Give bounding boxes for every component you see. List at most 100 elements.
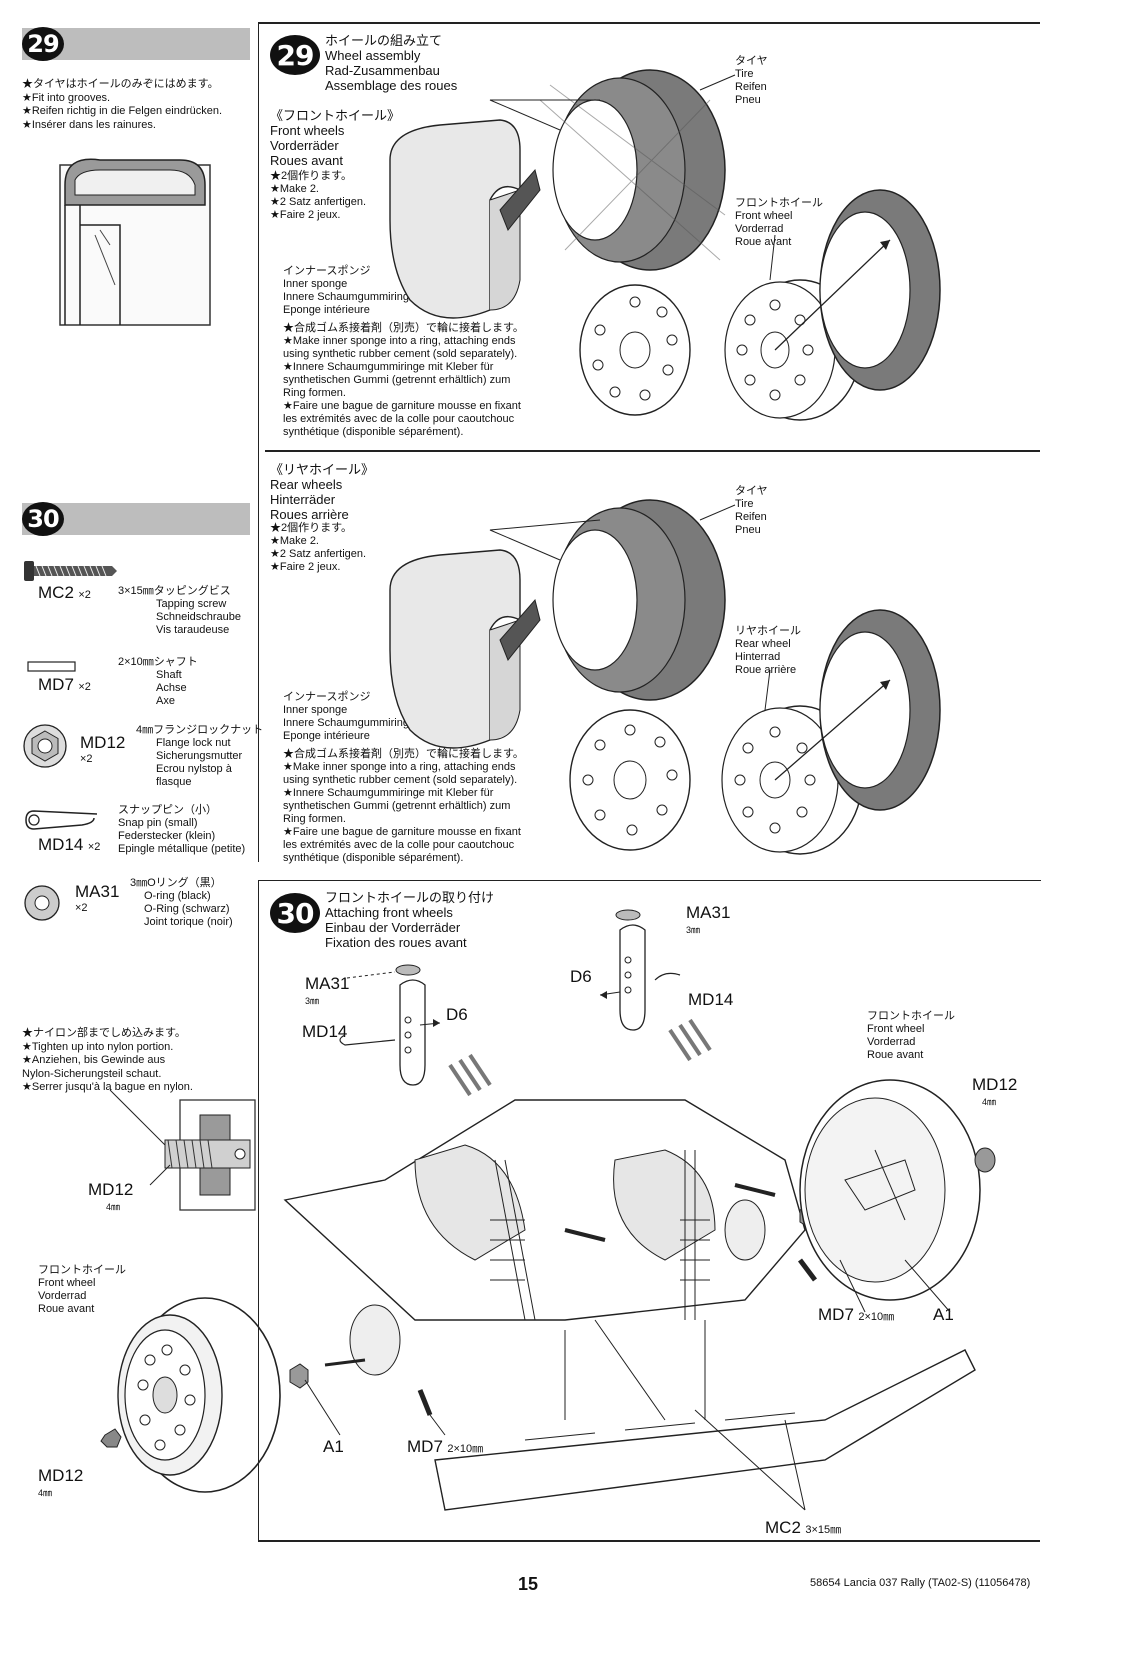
panel30-title: フロントホイールの取り付け Attaching front wheels Ein… [325, 890, 494, 950]
rim-cross-section-illustration [59, 158, 211, 326]
note-line: ★2 Satz anfertigen. [270, 548, 367, 560]
desc-line: 4㎜フランジロックナット [136, 724, 264, 736]
desc-line: Shaft [156, 669, 182, 681]
note-line: ★Faire une bague de garniture mousse en … [283, 826, 521, 838]
front-wheels-heading: 《フロントホイール》 Front wheels Vorderräder Roue… [270, 108, 400, 168]
note-line: synthetischen Gummi (getrennt erhältlich… [283, 374, 511, 386]
part-md7: MD7 ×2 [38, 675, 91, 695]
nut-section-illustration [109, 1089, 256, 1211]
note-line: ★Insérer dans les rainures. [22, 118, 156, 131]
part-code: MA31 [75, 882, 120, 901]
desc-line: Achse [156, 682, 187, 694]
note-line: ★合成ゴム系接着剤（別売）で輪に接着します。 [283, 748, 524, 760]
heading-line: Roues avant [270, 153, 343, 168]
note-line: ★Tighten up into nylon portion. [22, 1040, 174, 1053]
part-size: 4㎜ [982, 1097, 997, 1107]
part-md12-desc: 4㎜フランジロックナット Flange lock nut Sicherungsm… [136, 724, 263, 789]
note-line: Ring formen. [283, 813, 346, 825]
note-line: ★Make inner sponge into a ring, attachin… [283, 335, 516, 347]
step29-notes: ★タイヤはホイールのみぞにはめます。 ★Fit into grooves. ★R… [22, 78, 222, 132]
desc-line: Vis taraudeuse [156, 624, 230, 636]
heading-line: Vorderräder [270, 138, 339, 153]
desc-line: Axe [156, 695, 175, 707]
desc-line: スナップピン（小） [118, 804, 217, 816]
note-line: ★Reifen richtig in die Felgen eindrücken… [22, 105, 223, 117]
desc-line: 3×15㎜タッピングビス [118, 585, 231, 597]
label-line: Tire [735, 498, 754, 510]
note-line: ★Make inner sponge into a ring, attachin… [283, 761, 516, 773]
note-line: ★Faire 2 jeux. [270, 561, 341, 573]
part-ma31: MA31 ×2 [75, 882, 119, 915]
part-code: MA31 [686, 903, 731, 922]
shaft-icon [27, 661, 76, 672]
part-size: 3㎜ [305, 996, 320, 1006]
title-line: Rad-Zusammenbau [325, 63, 440, 78]
label-line: タイヤ [735, 485, 768, 497]
md14-left-label: MD14 [302, 1022, 348, 1041]
md14-right-label: MD14 [688, 990, 734, 1009]
desc-line: O-Ring (schwarz) [144, 903, 230, 915]
label-line: Reifen [735, 511, 767, 523]
note-line: les extrémités avec de la colle pour cao… [283, 839, 515, 851]
label-line: Roue arrière [735, 664, 797, 676]
part-ma31-desc: 3㎜Oリング（黒） O-ring (black) O-Ring (schwarz… [130, 877, 233, 929]
label-line: タイヤ [735, 55, 768, 67]
part-mc2-desc: 3×15㎜タッピングビス Tapping screw Schneidschrau… [118, 585, 258, 637]
panel29-mid-rule [265, 450, 1040, 452]
left-front-wheel-label: フロントホイール Front wheel Vorderrad Roue avan… [38, 1264, 126, 1316]
heading-line: Rear wheels [270, 477, 343, 492]
note-line: ★タイヤはホイールのみぞにはめます。 [22, 78, 219, 90]
md7-left-label: MD7 2×10㎜ [407, 1437, 483, 1457]
heading-line: Front wheels [270, 123, 345, 138]
label-line: フロントホイール [867, 1010, 955, 1022]
heading-line: Roues arrière [270, 507, 349, 522]
part-mc2: MC2 ×2 [38, 583, 91, 603]
note-line: ★Innere Schaumgummiringe mit Kleber für [283, 361, 494, 373]
label-line: Eponge intérieure [283, 730, 370, 742]
label-line: Roue avant [38, 1303, 95, 1315]
part-md14: MD14 ×2 [38, 835, 100, 855]
title-line: Assemblage des roues [325, 78, 458, 93]
part-qty: ×2 [87, 841, 101, 853]
ma31-right-label: MA31 3㎜ [686, 903, 730, 936]
note-line: ★2 Satz anfertigen. [270, 196, 367, 208]
label-line: Tire [735, 68, 754, 80]
part-qty: ×2 [80, 753, 93, 765]
label-line: Pneu [735, 524, 761, 536]
title-line: Attaching front wheels [325, 905, 453, 920]
label-line: Eponge intérieure [283, 304, 370, 316]
note-line: synthétique (disponible séparément). [283, 852, 464, 864]
label-line: Pneu [735, 94, 761, 106]
note-line: ★2個作ります。 [270, 522, 353, 534]
desc-line: Epingle métallique (petite) [118, 843, 246, 855]
d6-left-label: D6 [446, 1005, 468, 1024]
chassis-assembly-illustration [283, 909, 996, 1511]
panel29-top-rule [258, 22, 1040, 24]
label-line: Inner sponge [283, 704, 348, 716]
part-qty: ×2 [78, 681, 91, 693]
d6-right-label: D6 [570, 967, 592, 986]
desc-line: Joint torique (noir) [144, 916, 233, 928]
front-tire-label: タイヤ Tire Reifen Pneu [735, 55, 768, 107]
model-info: 58654 Lancia 037 Rally (TA02-S) (1105647… [810, 1577, 1031, 1589]
part-md7-desc: 2×10㎜シャフト Shaft Achse Axe [118, 656, 198, 708]
desc-line: Schneidschraube [156, 611, 242, 623]
label-line: Innere Schaumgummiringe [283, 291, 416, 303]
label-line: Roue avant [735, 236, 792, 248]
part-code: MD7 [407, 1437, 443, 1456]
part-md12: MD12 ×2 [80, 733, 125, 766]
nylon-notes: ★ナイロン部までしめ込みます。 ★Tighten up into nylon p… [22, 1027, 193, 1095]
nut-label: MD12 4㎜ [88, 1180, 133, 1213]
panel29-badge: 29 [270, 35, 320, 75]
note-line: synthétique (disponible séparément). [283, 426, 464, 438]
label-line: Front wheel [735, 210, 793, 222]
part-size: 2×10㎜ [447, 1443, 484, 1455]
desc-line: flasque [156, 776, 192, 788]
desc-line: Ecrou nylstop à [156, 763, 232, 775]
title-line: ホイールの組み立て [325, 33, 443, 48]
part-code: MD7 [818, 1305, 854, 1324]
rear-wheel-label: リヤホイール Rear wheel Hinterrad Roue arrière [735, 625, 801, 677]
desc-line: 3㎜Oリング（黒） [130, 877, 222, 889]
desc-line: Sicherungsmutter [156, 750, 243, 762]
md12-right-label: MD12 4㎜ [972, 1075, 1017, 1108]
